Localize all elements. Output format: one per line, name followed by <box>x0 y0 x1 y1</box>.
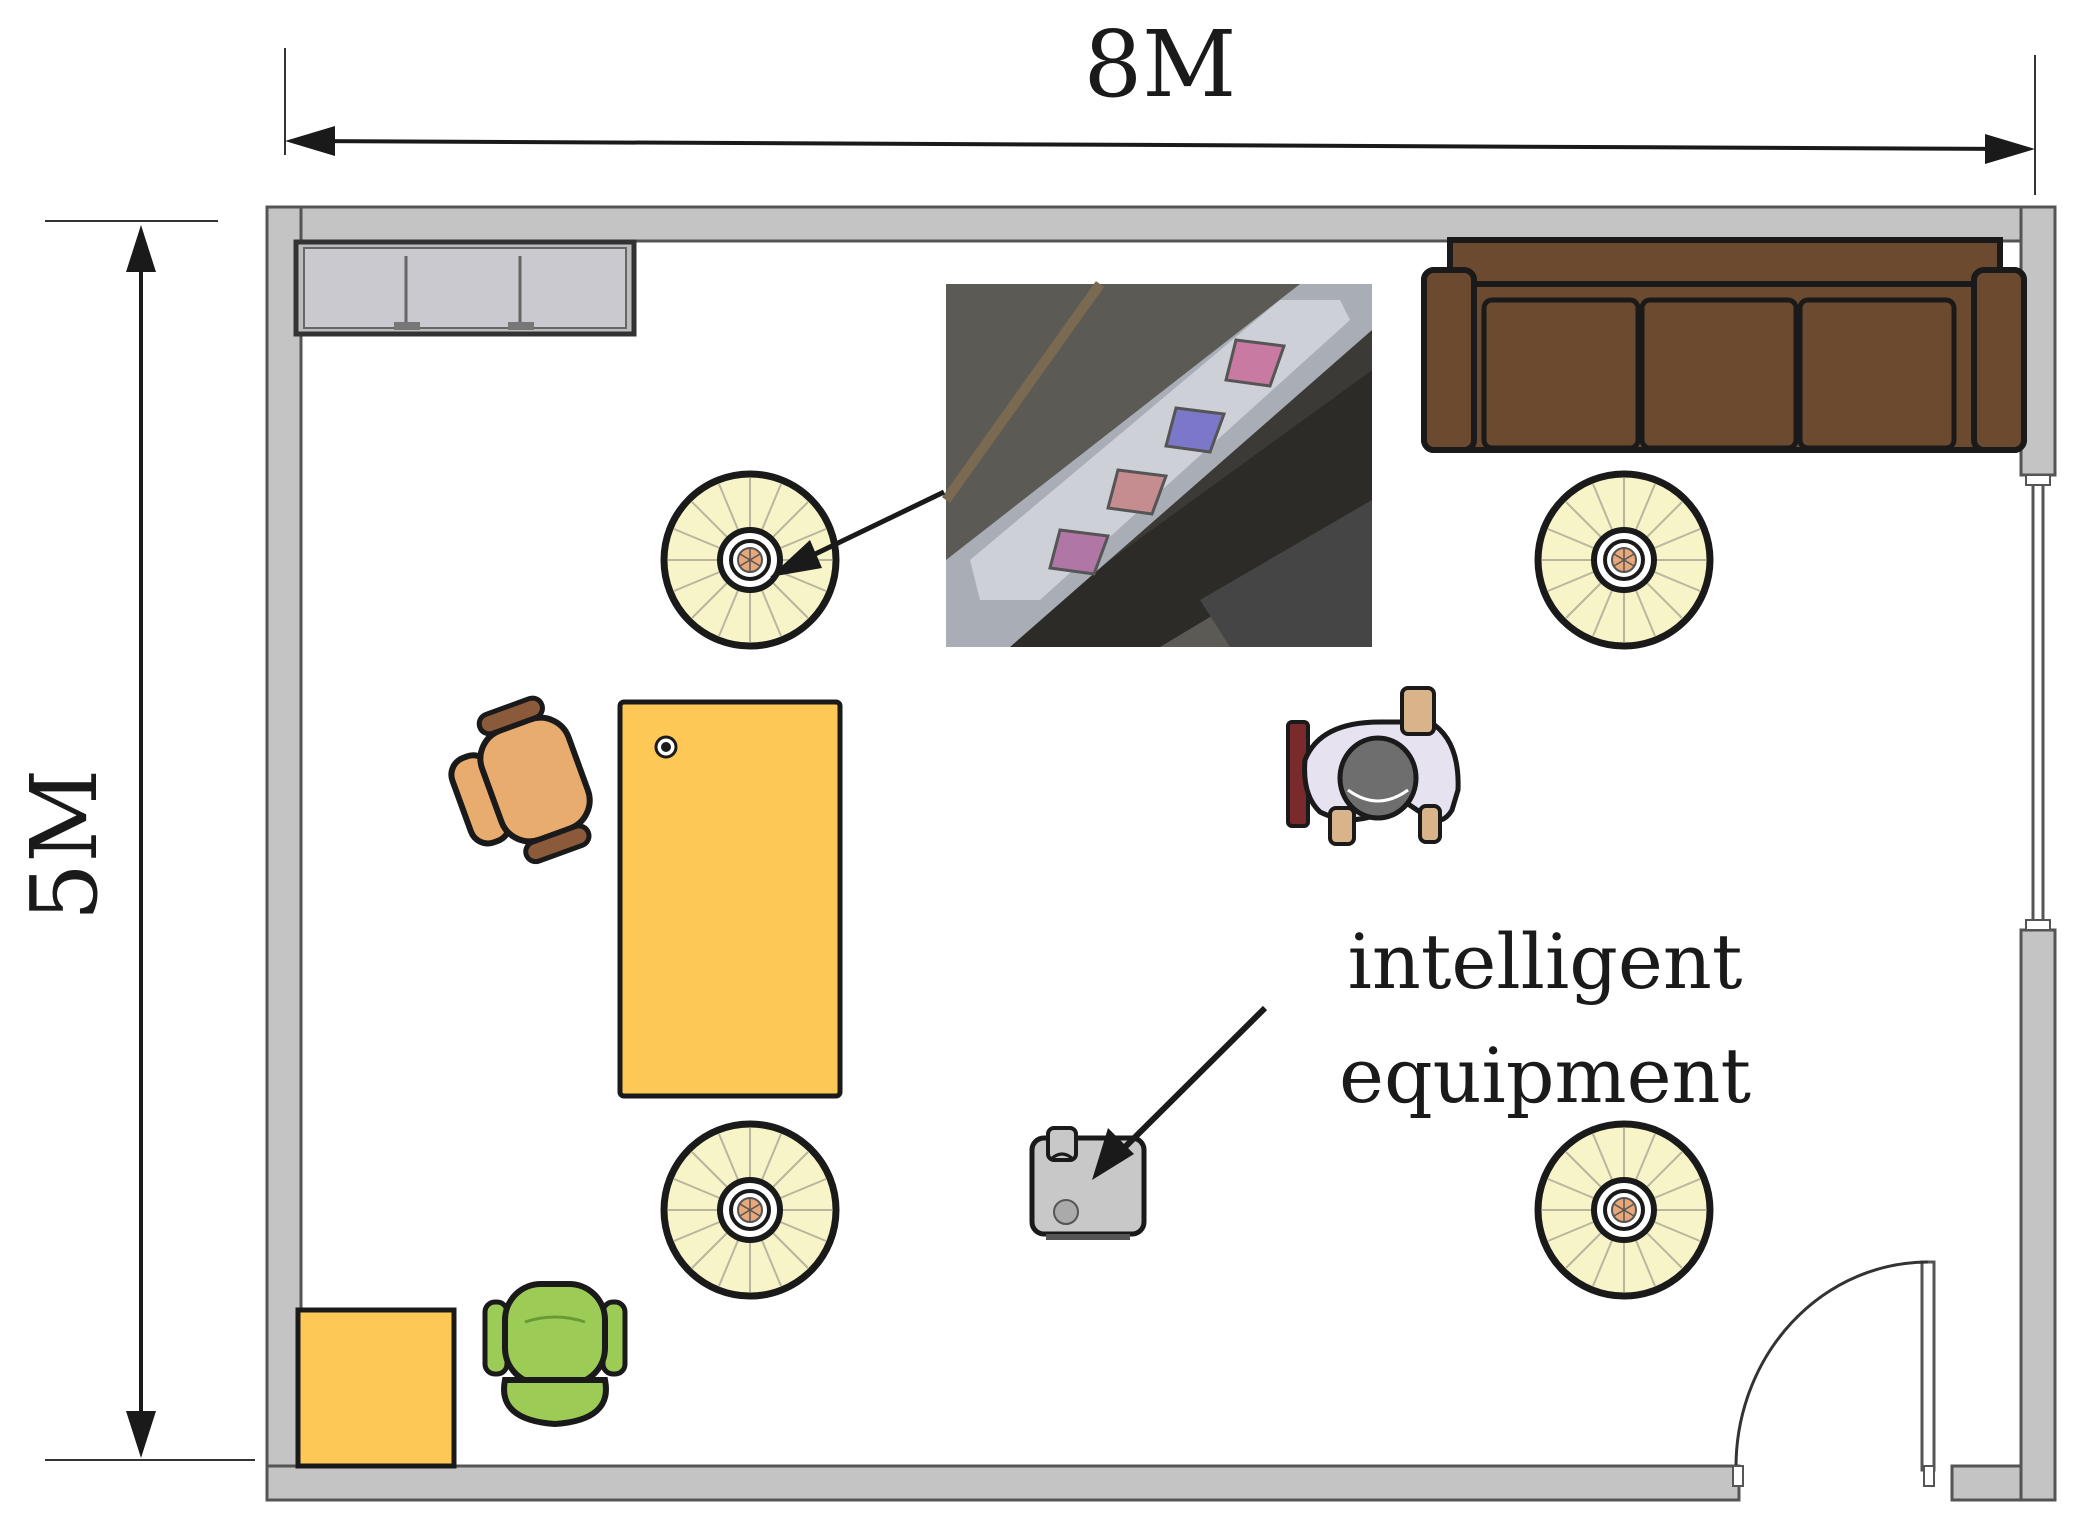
width-label: 8M <box>1084 11 1237 118</box>
ceiling-camera-icon <box>1538 1124 1710 1296</box>
side-cabinet <box>295 1307 457 1469</box>
height-dimension: 5M <box>11 220 255 1461</box>
device-pointer-arrow <box>1107 1005 1268 1165</box>
office-chair-icon <box>482 1281 628 1428</box>
person-top-view-icon <box>1286 686 1461 846</box>
ceiling-camera-icon <box>664 1124 836 1296</box>
camera-view-image <box>941 281 1372 647</box>
table <box>617 699 843 1099</box>
cabinet-icon <box>293 239 637 337</box>
height-label: 5M <box>11 769 118 922</box>
sofa-icon <box>1421 237 2027 453</box>
device-label-line2: equipment <box>1339 1031 1751 1120</box>
width-dimension: 8M <box>284 11 2036 195</box>
door-icon <box>1732 1260 1936 1487</box>
device-label-line1: intelligent <box>1348 917 1743 1006</box>
ceiling-camera-icon <box>1538 474 1710 646</box>
office-chair-icon <box>448 695 593 865</box>
